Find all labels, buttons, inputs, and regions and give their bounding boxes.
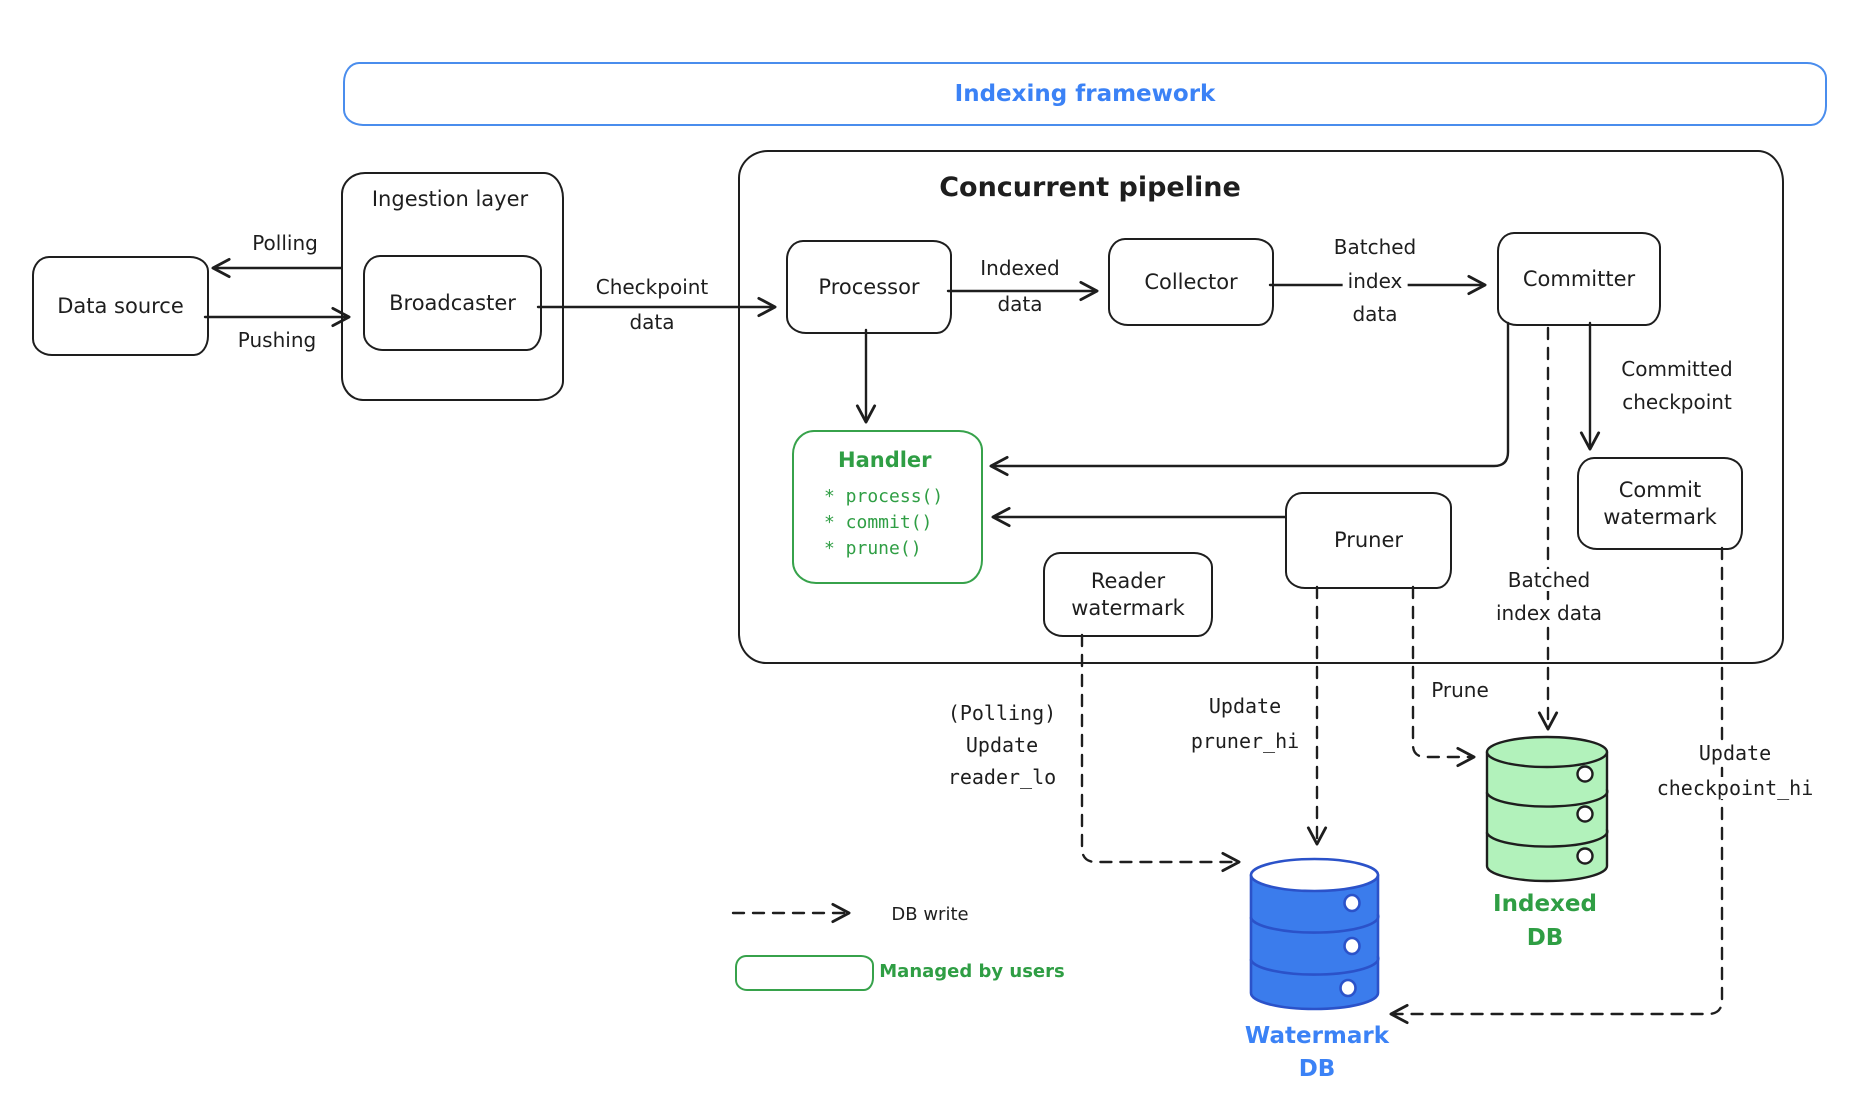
concurrent-pipeline-title: Concurrent pipeline xyxy=(939,172,1241,203)
commit-watermark-label-line2: watermark xyxy=(1603,504,1717,529)
concurrent-pipeline-container xyxy=(738,150,1784,664)
pruner-label: Pruner xyxy=(1333,528,1404,552)
ingestion-layer-label: Ingestion layer xyxy=(371,187,529,211)
collector-label: Collector xyxy=(1144,269,1238,294)
edge-label-pushing: Pushing xyxy=(237,328,317,352)
edge-label-checkpoint-line2: data xyxy=(629,310,675,334)
handler-method-prune: * prune() xyxy=(824,538,922,559)
edge-label-update-reader-line1: (Polling) xyxy=(947,701,1057,725)
legend-managed-by-users-swatch xyxy=(735,955,874,991)
handler-method-process: * process() xyxy=(824,486,944,507)
edge-label-polling: Polling xyxy=(252,231,318,255)
edge-label-checkpoint-line1: Checkpoint xyxy=(595,275,709,299)
arrow-prune-to-indexed-db xyxy=(1411,585,1476,768)
legend-db-write-label: DB write xyxy=(891,904,969,925)
edge-label-prune: Prune xyxy=(1431,678,1489,702)
data-source-label: Data source xyxy=(57,293,184,318)
node-handler: Handler * process() * commit() * prune() xyxy=(792,430,983,584)
reader-watermark-label-line2: watermark xyxy=(1071,595,1185,620)
node-broadcaster: Broadcaster xyxy=(363,255,542,351)
indexed-db-label-line2: DB xyxy=(1526,925,1564,951)
reader-watermark-label-line1: Reader xyxy=(1090,568,1166,593)
edge-label-committed-line1: Committed xyxy=(1621,357,1733,381)
processor-label: Processor xyxy=(818,274,920,299)
committer-label: Committer xyxy=(1522,266,1636,291)
edge-label-update-pruner-line1: Update xyxy=(1208,694,1282,718)
node-processor: Processor xyxy=(786,240,952,334)
arrow-reader-to-watermark-db xyxy=(1080,633,1241,873)
edge-label-update-pruner-line2: pruner_hi xyxy=(1190,729,1300,753)
edge-label-update-reader-line3: reader_lo xyxy=(947,765,1057,789)
edge-label-update-reader-line2: Update xyxy=(965,733,1039,757)
edge-label-update-checkpoint-line1: Update xyxy=(1693,742,1777,764)
edge-label-batched1-line2: index xyxy=(1342,270,1408,292)
arrow-checkpoint-hi-to-watermark-db xyxy=(1389,546,1724,1025)
commit-watermark-label-line1: Commit xyxy=(1618,477,1702,502)
legend-managed-by-users-label: Managed by users xyxy=(879,961,1065,982)
watermark-db-cylinder-icon xyxy=(1249,857,1380,1011)
edge-label-indexed-data-line2: data xyxy=(997,292,1043,316)
node-pruner: Pruner xyxy=(1285,492,1452,589)
indexed-db-cylinder-icon xyxy=(1485,735,1609,883)
broadcaster-label: Broadcaster xyxy=(389,290,516,315)
edge-label-batched2-line2: index data xyxy=(1490,602,1608,624)
watermark-db-label-line2: DB xyxy=(1298,1056,1336,1082)
edge-label-batched1-line1: Batched xyxy=(1333,235,1417,259)
node-commit-watermark: Commit watermark xyxy=(1577,457,1743,550)
indexed-db-label-line1: Indexed xyxy=(1493,891,1597,917)
edge-label-batched1-line3: data xyxy=(1352,302,1398,326)
node-committer: Committer xyxy=(1497,232,1661,326)
arrow-committer-to-handler xyxy=(989,321,1510,477)
node-reader-watermark: Reader watermark xyxy=(1043,552,1213,637)
edge-label-batched2-line1: Batched xyxy=(1502,569,1596,591)
edge-label-indexed-data-line1: Indexed xyxy=(980,256,1060,280)
ingestion-layer-container xyxy=(341,172,564,401)
watermark-db-label-line1: Watermark xyxy=(1244,1023,1390,1049)
handler-method-commit: * commit() xyxy=(824,512,933,533)
edge-label-committed-line2: checkpoint xyxy=(1622,390,1732,414)
indexing-framework-container: Indexing framework xyxy=(343,62,1827,126)
handler-title: Handler xyxy=(838,448,932,472)
edge-label-update-checkpoint-line2: checkpoint_hi xyxy=(1651,777,1819,799)
node-collector: Collector xyxy=(1108,238,1274,326)
indexing-framework-title: Indexing framework xyxy=(954,80,1216,107)
node-data-source: Data source xyxy=(32,256,209,356)
